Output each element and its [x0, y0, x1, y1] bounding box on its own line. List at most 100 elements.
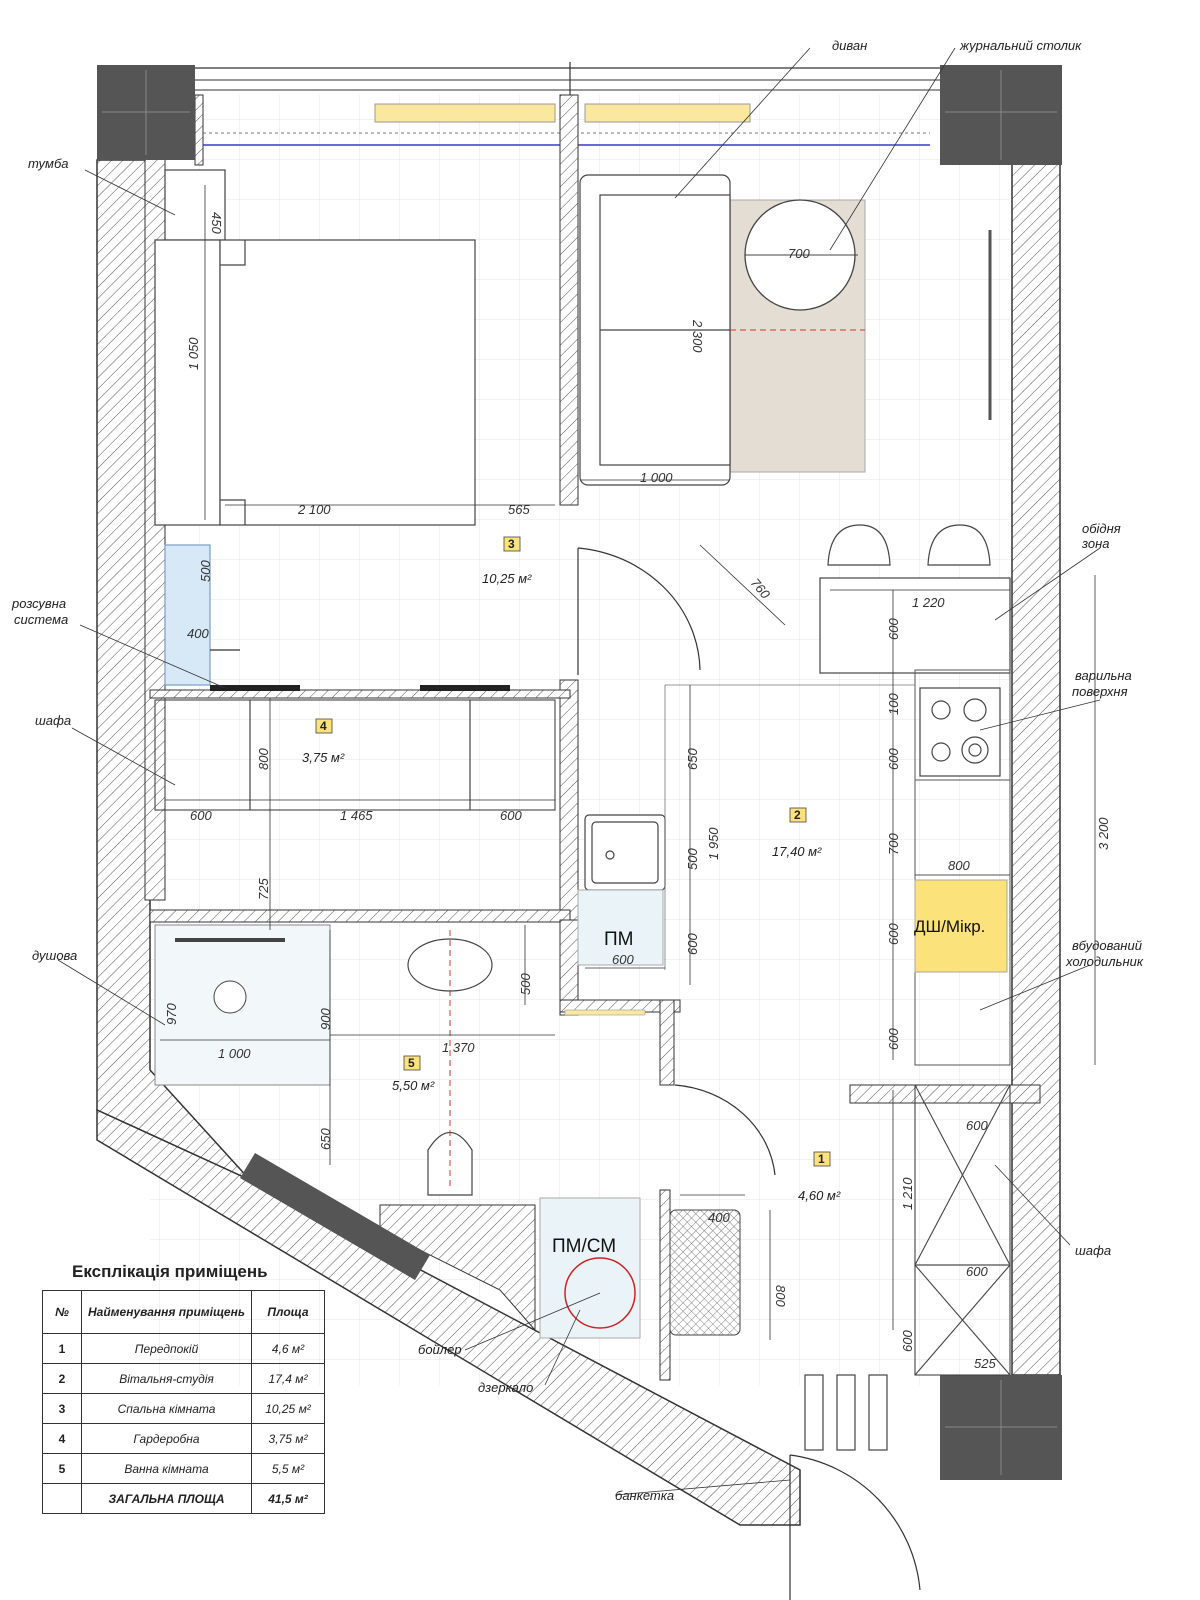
- partitions: [149, 94, 1041, 1381]
- cooktop-burners: [919, 687, 1001, 777]
- cell-num: 5: [42, 1453, 82, 1484]
- dim-text: 2 100: [297, 502, 331, 517]
- dim-text: 600: [190, 808, 212, 823]
- cell-area: 3,75 м²: [251, 1423, 325, 1454]
- cell-num: 2: [42, 1363, 82, 1394]
- dim-text: 3 200: [1096, 817, 1111, 850]
- shoe-bench: [804, 1374, 888, 1451]
- sink: [584, 814, 666, 891]
- dim-text: 800: [948, 858, 970, 873]
- legend: Експлікація приміщень № Найменування при…: [42, 1262, 342, 1514]
- rug-hall: [669, 1209, 741, 1336]
- dishwasher-microwave: [914, 879, 1008, 973]
- kitchen-counter: [914, 669, 1011, 1066]
- boiler-circle: [564, 1257, 636, 1329]
- dim-text: 450: [209, 212, 224, 234]
- dim-text: 1 000: [218, 1046, 251, 1061]
- cell-area: 4,6 м²: [251, 1333, 325, 1364]
- dining-table: [819, 577, 1011, 674]
- label-fridge-2: холодильник: [1065, 954, 1144, 969]
- dim-text: 500: [685, 848, 700, 870]
- room-area: 17,40 м²: [772, 844, 822, 859]
- window-bath: [240, 1153, 430, 1280]
- bedroom-furniture: [154, 169, 476, 686]
- label-dining-zone-2: зона: [1081, 536, 1110, 551]
- dining-chairs: [827, 524, 991, 566]
- dim-text: 1 220: [912, 595, 945, 610]
- dim-text: 500: [518, 973, 533, 995]
- total-area: 41,5 м²: [251, 1483, 325, 1514]
- bathroom-light: [564, 1009, 646, 1016]
- cell-area: 10,25 м²: [251, 1393, 325, 1424]
- dim-text: 1 465: [340, 808, 373, 823]
- cell-name: Гардеробна: [81, 1423, 252, 1454]
- dim-text: 650: [685, 748, 700, 770]
- room-number: 1: [818, 1152, 825, 1166]
- dimension-lines: [160, 185, 1096, 1340]
- dim-text: 1 000: [640, 470, 673, 485]
- curtain-left: [374, 103, 556, 123]
- table-row-total: ЗАГАЛЬНА ПЛОЩА 41,5 м²: [42, 1483, 325, 1514]
- label-sliding-system-1: розсувна: [11, 596, 66, 611]
- doors: [577, 547, 921, 1600]
- cell-name: Ванна кімната: [81, 1453, 252, 1484]
- room-number: 3: [508, 537, 515, 551]
- dim-text: 1 210: [900, 1177, 915, 1210]
- label-sliding-system-2: система: [14, 612, 68, 627]
- dim-text: 565: [508, 502, 530, 517]
- dim-text: 700: [788, 246, 810, 261]
- cell-empty: [42, 1483, 82, 1514]
- dim-text: 600: [966, 1118, 988, 1133]
- dim-text: 2 300: [690, 319, 705, 353]
- label-shower: душова: [32, 948, 77, 963]
- dim-text: 600: [612, 952, 634, 967]
- total-label: ЗАГАЛЬНА ПЛОЩА: [81, 1483, 252, 1514]
- label-cooktop-1: варильна: [1075, 668, 1132, 683]
- cell-name: Вітальня-студія: [81, 1363, 252, 1394]
- cell-name: Передпокій: [81, 1333, 252, 1364]
- dim-text: 525: [974, 1356, 996, 1371]
- table-row: 3 Спальна кімната 10,25 м²: [42, 1393, 325, 1424]
- room-number: 4: [320, 719, 327, 733]
- dim-text: 600: [685, 933, 700, 955]
- curtain-right: [584, 103, 751, 123]
- dim-text: 600: [500, 808, 522, 823]
- dim-text: 800: [256, 748, 271, 770]
- table-row: 5 Ванна кімната 5,5 м²: [42, 1453, 325, 1484]
- dim-text: 1 370: [442, 1040, 475, 1055]
- dim-text: 400: [708, 1210, 730, 1225]
- dim-text: 970: [164, 1003, 179, 1025]
- dim-text: 1 950: [706, 827, 721, 860]
- table-row: 1 Передпокій 4,6 м²: [42, 1333, 325, 1364]
- legend-title: Експлікація приміщень: [72, 1262, 268, 1281]
- dim-text: 100: [886, 693, 901, 715]
- label-fridge-1: вбудований: [1072, 938, 1142, 953]
- dim-text: 600: [886, 748, 901, 770]
- dim-text: 650: [318, 1128, 333, 1150]
- hall-wardrobe: [914, 1084, 1011, 1376]
- dim-text: 600: [966, 1264, 988, 1279]
- label-pm-sm: ПМ/СМ: [552, 1236, 616, 1257]
- cell-num: 3: [42, 1393, 82, 1424]
- dim-text: 800: [773, 1285, 788, 1307]
- label-cooktop-2: поверхня: [1072, 684, 1128, 699]
- label-mirror: дзеркало: [478, 1380, 533, 1395]
- dim-text: 600: [886, 1028, 901, 1050]
- label-sofa: диван: [832, 38, 867, 53]
- leader-lines: [57, 47, 1101, 1496]
- dim-text: 600: [886, 618, 901, 640]
- cell-area: 5,5 м²: [251, 1453, 325, 1484]
- dishwasher-pm: [577, 889, 664, 966]
- dim-text: 600: [886, 923, 901, 945]
- room-area: 5,50 м²: [392, 1078, 435, 1093]
- dim-text: 900: [318, 1008, 333, 1030]
- label-dining-zone-1: обідня: [1082, 521, 1121, 536]
- washer-dryer: [539, 1197, 641, 1339]
- table-row: 2 Вітальня-студія 17,4 м²: [42, 1363, 325, 1394]
- dim-text: 725: [256, 878, 271, 900]
- label-pm: ПМ: [604, 929, 633, 950]
- sofa: [579, 174, 731, 486]
- shower-drain: [213, 980, 247, 1014]
